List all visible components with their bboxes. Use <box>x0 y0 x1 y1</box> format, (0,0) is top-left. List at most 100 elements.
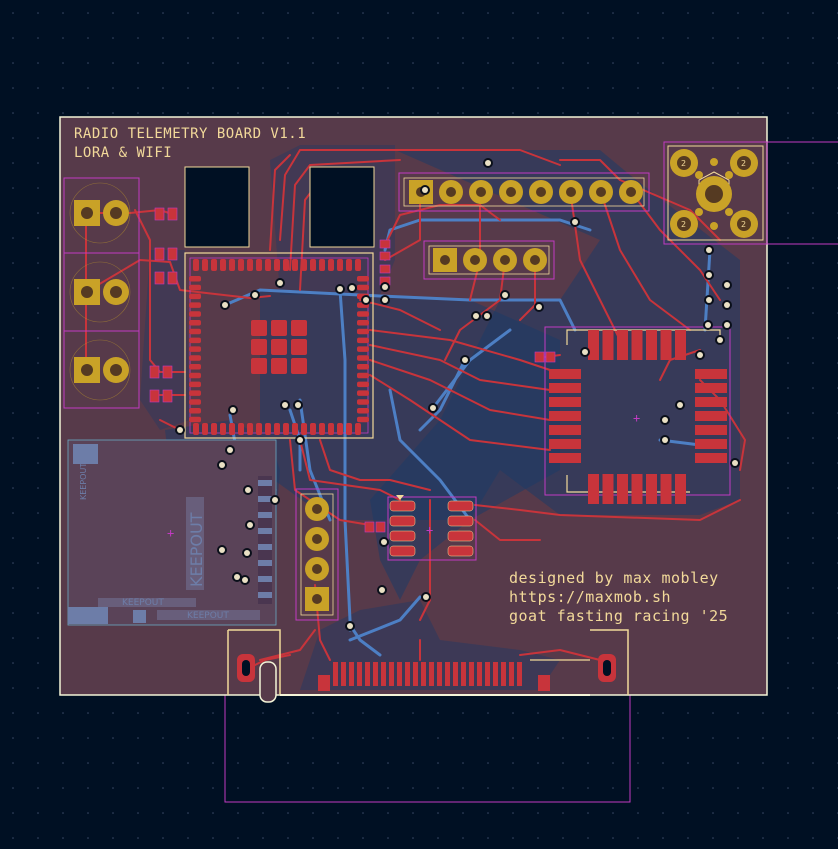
usb-pin <box>397 662 402 686</box>
usb-c-connector[interactable] <box>227 629 629 703</box>
keepout-label-small: KEEPOUT <box>79 463 88 500</box>
module-pad <box>292 259 298 271</box>
header-pin-hole <box>536 187 546 197</box>
via-drill <box>724 302 730 308</box>
via-drill <box>677 402 683 408</box>
via-drill <box>379 587 385 593</box>
via-drill <box>247 522 253 528</box>
module-pad <box>355 423 361 435</box>
screw-terminal-connectors[interactable] <box>63 177 140 409</box>
module-pad <box>229 423 235 435</box>
svg-text:+: + <box>633 411 640 425</box>
qfn-pad <box>549 425 581 435</box>
qfn-pad <box>646 330 657 360</box>
pin-header-8[interactable] <box>398 172 650 212</box>
module-shield-pad-1 <box>184 166 250 248</box>
pin-header-vertical[interactable] <box>295 488 339 621</box>
module-pad <box>256 259 262 271</box>
module-pad <box>274 423 280 435</box>
via-drill <box>502 292 508 298</box>
module-pad <box>355 259 361 271</box>
credit-designer: designed by max mobley <box>509 569 719 587</box>
qfn-pad <box>617 330 628 360</box>
module-pad <box>274 259 280 271</box>
qfn-pad <box>660 330 672 360</box>
via-drill <box>297 437 303 443</box>
pin-header-4[interactable] <box>423 240 555 280</box>
via-drill <box>706 272 712 278</box>
module-pad <box>229 259 235 271</box>
qfn-pad <box>549 369 581 379</box>
module-pad <box>189 399 201 405</box>
usb-pin <box>493 662 498 686</box>
keepout-label-vertical: KEEPOUT <box>187 512 206 587</box>
qfn-pad <box>631 474 643 504</box>
usb-pin <box>365 662 370 686</box>
module-pad <box>189 311 201 317</box>
via-drill <box>382 284 388 290</box>
header-pin-hole <box>596 187 606 197</box>
header-pin-hole <box>470 255 480 265</box>
module-pad <box>346 259 352 271</box>
via-drill <box>724 322 730 328</box>
header-pin-hole <box>500 255 510 265</box>
header-pin-hole <box>506 187 516 197</box>
module-pad <box>319 423 325 435</box>
connector-small-pad <box>710 158 718 166</box>
module-pad <box>328 259 334 271</box>
via-drill <box>536 304 542 310</box>
module-pad <box>211 423 217 435</box>
header-pin-hole <box>446 187 456 197</box>
module-pad <box>189 276 201 282</box>
via-drill <box>662 417 668 423</box>
wifi-module[interactable] <box>184 252 374 439</box>
via-drill <box>277 280 283 286</box>
qfn-pad <box>549 411 581 421</box>
usb-pin <box>333 662 338 686</box>
connector-small-pad <box>710 222 718 230</box>
module-pad <box>283 423 289 435</box>
connector-small-pad <box>695 171 703 179</box>
module-pad <box>193 423 199 435</box>
qfn-pad <box>549 453 581 463</box>
via-drill <box>381 539 387 545</box>
usb-pin <box>373 662 378 686</box>
usb-pin <box>461 662 466 686</box>
module-pad <box>189 293 201 300</box>
soic8-ic[interactable]: + <box>387 495 477 561</box>
via-drill <box>485 160 491 166</box>
header-pin-hole <box>626 187 636 197</box>
via-drill <box>337 286 343 292</box>
qfn-pad <box>660 474 672 504</box>
qfn-pad <box>617 474 628 504</box>
module-shield-pad-2 <box>309 166 375 248</box>
module-pad <box>292 423 298 435</box>
module-pad <box>189 302 201 308</box>
via-drill <box>572 219 578 225</box>
module-pad <box>301 423 307 435</box>
via-drill <box>705 322 711 328</box>
via-drill <box>462 357 468 363</box>
via-drill <box>706 297 712 303</box>
module-pad <box>247 259 253 271</box>
qfn-pad <box>695 369 727 379</box>
module-pad <box>357 364 369 370</box>
header-pin-hole <box>476 187 486 197</box>
module-pad <box>357 390 369 396</box>
via-drill <box>662 437 668 443</box>
module-pad <box>189 328 201 335</box>
module-pad <box>310 259 316 271</box>
via-drill <box>244 550 250 556</box>
connector-small-pad <box>695 208 703 216</box>
qfn-pad <box>695 397 727 407</box>
pad-number-label: 2 <box>681 159 686 168</box>
vias <box>175 158 740 631</box>
via-drill <box>219 547 225 553</box>
module-pad <box>189 355 201 361</box>
usb-pin <box>413 662 418 686</box>
connector-small-pad <box>725 171 733 179</box>
module-pad <box>357 355 369 361</box>
qfn-pad <box>588 474 599 504</box>
module-pad <box>247 423 253 435</box>
